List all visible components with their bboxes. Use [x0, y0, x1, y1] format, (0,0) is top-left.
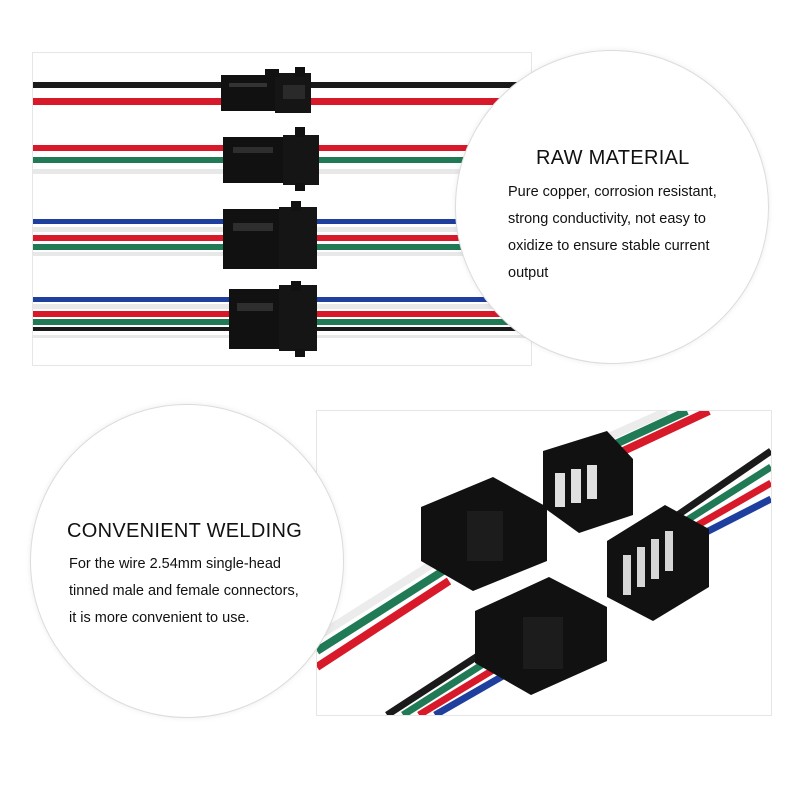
convenient-welding-line: For the wire 2.54mm single-head [69, 556, 281, 572]
convenient-welding-line: it is more convenient to use. [69, 610, 250, 626]
raw-material-description: Pure copper, corrosion resistant, strong… [508, 179, 758, 287]
cable-row-4pin [33, 201, 531, 269]
raw-material-callout: RAW MATERIAL Pure copper, corrosion resi… [455, 50, 769, 364]
raw-material-line: oxidize to ensure stable current [508, 238, 710, 254]
convenient-welding-callout: CONVENIENT WELDING For the wire 2.54mm s… [30, 404, 344, 718]
raw-material-line: output [508, 265, 549, 281]
cable-row-5pin [33, 281, 531, 357]
connector-female-right [607, 505, 709, 621]
connector-male-left [421, 477, 547, 591]
convenient-welding-description: For the wire 2.54mm single-head tinned m… [69, 551, 339, 632]
cable-row-3pin [33, 127, 531, 191]
raw-material-line: strong conductivity, not easy to [508, 211, 707, 227]
cable-rows-illustration [33, 67, 531, 357]
connector-female-top [543, 431, 633, 533]
raw-material-line: Pure copper, corrosion resistant, [508, 184, 717, 200]
raw-material-title: RAW MATERIAL [536, 147, 690, 169]
convenient-welding-title: CONVENIENT WELDING [67, 520, 303, 542]
cable-rows-photo [32, 52, 532, 366]
wire-bundle-bottom-left [317, 557, 531, 715]
connector-closeup-photo [316, 410, 772, 716]
connector-closeup-illustration [317, 411, 771, 715]
connector-male-bottom [475, 577, 607, 695]
cable-row-2pin [33, 67, 531, 113]
convenient-welding-line: tinned male and female connectors, [69, 583, 299, 599]
